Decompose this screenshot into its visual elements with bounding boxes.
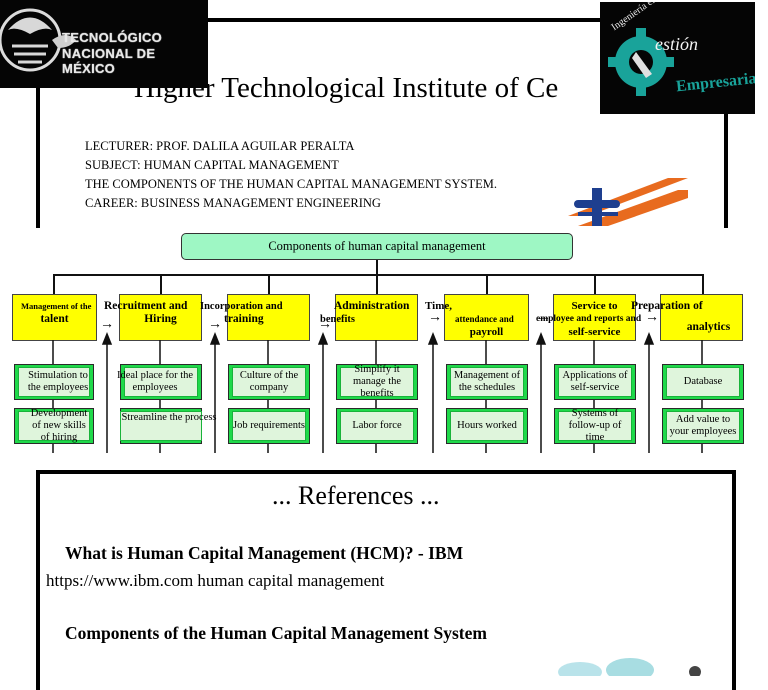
diagram-header: Components of human capital management xyxy=(181,233,573,260)
category-analytics: Preparation of analytics xyxy=(631,294,743,341)
reference-2-title: Components of the Human Capital Manageme… xyxy=(65,623,487,643)
arrow-right-icon: → xyxy=(318,317,332,332)
drop-line-5 xyxy=(486,274,488,294)
logo-left-line1: TECNOLÓGICO xyxy=(62,30,163,45)
eagle-emblem-icon xyxy=(0,8,76,72)
arrow-right-icon: → xyxy=(428,310,442,325)
references-slide xyxy=(36,470,736,690)
logo-right-bottom: Empresarial xyxy=(675,69,755,96)
item-box: Development of new skills of hiring xyxy=(14,408,94,444)
reference-1-title: What is Human Capital Management (HCM)? … xyxy=(65,543,464,563)
arrow-right-icon: → xyxy=(100,317,114,332)
drop-line-4 xyxy=(376,274,378,294)
item-box: Simplify it manage the benefits xyxy=(336,364,418,400)
hcm-components-diagram: Components of human capital management M… xyxy=(0,228,768,453)
category-time-attendance: Time, attendance and payroll xyxy=(425,294,529,341)
gear-icon xyxy=(608,28,674,96)
item-box: Hours worked xyxy=(446,408,528,444)
decorative-graphic-icon xyxy=(558,658,701,676)
drop-line-7 xyxy=(702,274,704,294)
item-box: Management of the schedules xyxy=(446,364,528,400)
item-box: Labor force xyxy=(336,408,418,444)
drop-line-2 xyxy=(160,274,162,294)
logo-right-mid: estión xyxy=(655,34,698,54)
lecturer-line: LECTURER: PROF. DALILA AGUILAR PERALTA xyxy=(85,139,355,153)
item-box: Applications of self-service xyxy=(554,364,636,400)
item-box: Systems of follow-up of time xyxy=(554,408,636,444)
item-box: Ideal place for the employees xyxy=(117,364,202,400)
institute-emblem-icon xyxy=(568,178,688,226)
arrow-right-icon: → xyxy=(645,310,659,325)
item-box: Streamline the process xyxy=(120,408,217,444)
category-service: Service to employee and reports and self… xyxy=(536,294,641,341)
topic-line: THE COMPONENTS OF THE HUMAN CAPITAL MANA… xyxy=(85,177,497,191)
item-box: Job requirements xyxy=(228,408,310,444)
arrow-right-icon: → xyxy=(208,317,222,332)
career-line: CAREER: BUSINESS MANAGEMENT ENGINEERING xyxy=(85,196,381,210)
category-administration: Administration benefits xyxy=(320,294,418,341)
subject-line: SUBJECT: HUMAN CAPITAL MANAGEMENT xyxy=(85,158,339,172)
references-title: ... References ... xyxy=(272,481,440,510)
gestion-empresarial-logo: Ingeniería en estión Empresarial xyxy=(600,2,755,114)
category-recruitment: Recruitment and Hiring xyxy=(104,294,202,341)
reference-1-url[interactable]: https://www.ibm.com human capital manage… xyxy=(46,571,385,590)
item-box: Database xyxy=(662,364,744,400)
drop-line-3 xyxy=(268,274,270,294)
item-box: Add value to your employees xyxy=(662,408,744,444)
arrow-right-icon: → xyxy=(537,310,551,325)
tecnm-logo: TECNOLÓGICO NACIONAL DE MÉXICO xyxy=(0,0,208,88)
category-incorporation: Incorporation and training xyxy=(200,294,310,341)
logo-left-line2: NACIONAL DE MÉXICO xyxy=(62,46,156,76)
item-box: Stimulation to the employees xyxy=(14,364,94,400)
drop-line-1 xyxy=(53,274,55,294)
header-connector xyxy=(376,260,378,274)
horizontal-connector xyxy=(53,274,704,276)
category-talent: Management of the talent xyxy=(12,294,97,341)
item-box: Culture of the company xyxy=(228,364,310,400)
drop-line-6 xyxy=(594,274,596,294)
